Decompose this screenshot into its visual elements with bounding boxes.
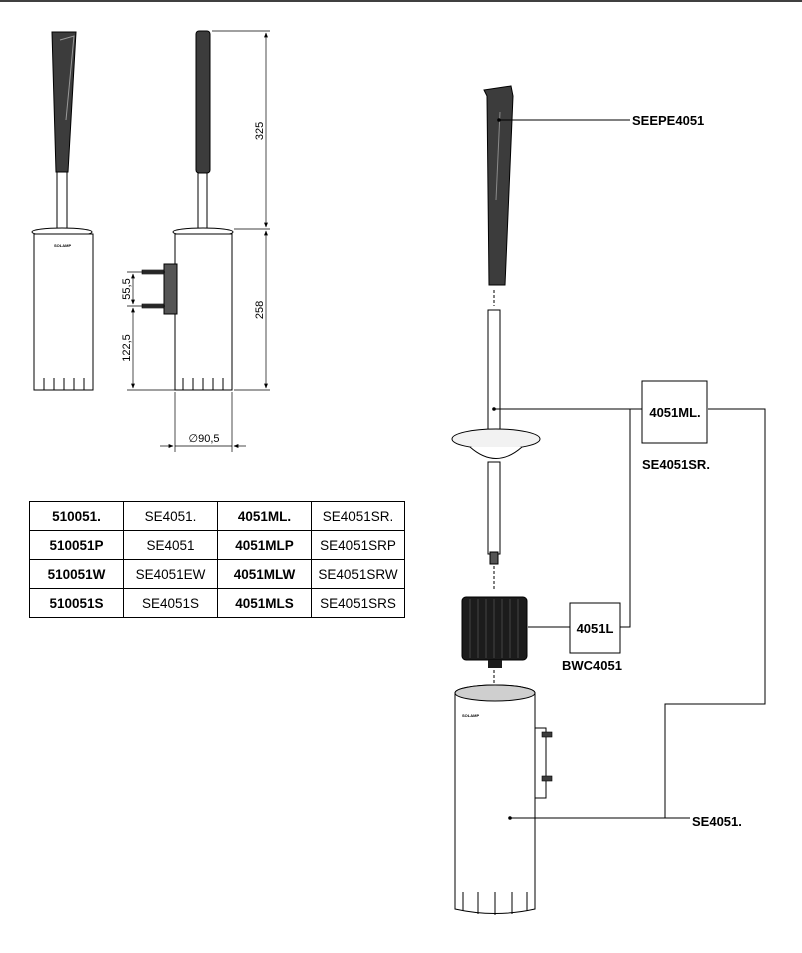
label-handle: SEEPE4051 (632, 113, 704, 128)
dim-diameter: ∅90,5 (189, 433, 220, 445)
table-cell: SE4051 (123, 530, 218, 560)
table-row: 510051. SE4051. 4051ML. SE4051SR. (29, 501, 405, 531)
table-cell: 510051S (29, 588, 124, 618)
table-cell: 4051MLP (217, 530, 312, 560)
side-handle-rod (197, 172, 208, 232)
label-brush-head-code: 4051L (577, 621, 614, 636)
table-row: 510051P SE4051 4051MLP SE4051SRP (29, 530, 405, 560)
table-cell: 510051. (29, 501, 124, 531)
side-handle-grip (195, 30, 211, 174)
wall-bracket (163, 263, 178, 315)
table-cell: 510051W (29, 559, 124, 589)
exploded-rod (487, 309, 501, 431)
table-cell: SE4051SR. (311, 501, 405, 531)
label-wall-holder-name: SE4051SR. (642, 457, 710, 472)
table-row: 510051S SE4051S 4051MLS SE4051SRS (29, 588, 405, 618)
dim-body-height: 258 (254, 301, 266, 319)
label-wall-holder-code: 4051ML. (649, 405, 700, 420)
svg-text:SOLAMP: SOLAMP (54, 243, 71, 248)
dim-bracket-height: 122,5 (121, 334, 133, 362)
exploded-brush-head (461, 596, 528, 668)
exploded-handle-grip (483, 85, 514, 286)
table-cell: 4051ML. (217, 501, 312, 531)
wall-holder-box (641, 380, 708, 444)
table-cell: SE4051SRP (311, 530, 405, 560)
table-cell: 4051MLW (217, 559, 312, 589)
dim-bracket-spacing: 55,5 (121, 278, 133, 299)
side-view (141, 30, 234, 391)
table-cell: SE4051SRW (311, 559, 405, 589)
brush-head-box (569, 602, 621, 654)
product-code-table: 510051. SE4051. 4051ML. SE4051SR. 510051… (29, 501, 405, 618)
exploded-view: SOLAMP (451, 85, 553, 915)
exploded-disc (451, 428, 541, 450)
dimension-lines (127, 30, 270, 452)
svg-text:SOLAMP: SOLAMP (462, 713, 479, 718)
label-container: SE4051. (692, 814, 742, 829)
table-row: 510051W SE4051EW 4051MLW SE4051SRW (29, 559, 405, 589)
table-cell: SE4051SRS (311, 588, 405, 618)
table-cell: SE4051S (123, 588, 218, 618)
front-container (33, 233, 94, 391)
exploded-container: SOLAMP (454, 684, 553, 915)
front-view: SOLAMP (31, 31, 94, 391)
front-handle-grip (51, 31, 77, 173)
dim-handle-height: 325 (254, 122, 266, 140)
table-cell: SE4051EW (123, 559, 218, 589)
table-cell: 510051P (29, 530, 124, 560)
front-handle-rod (56, 171, 68, 231)
label-brush-head-name: BWC4051 (562, 658, 622, 673)
table-cell: 4051MLS (217, 588, 312, 618)
table-cell: SE4051. (123, 501, 218, 531)
side-container (174, 233, 233, 391)
callout-lines (494, 119, 766, 819)
